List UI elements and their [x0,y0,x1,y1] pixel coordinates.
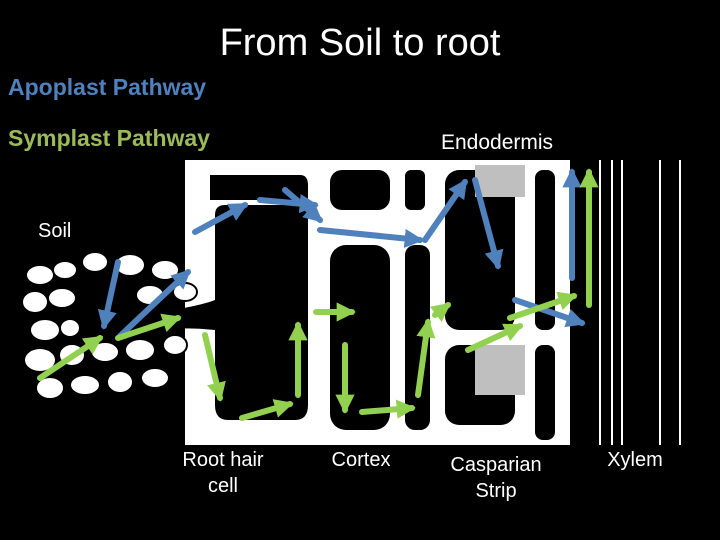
page-title: From Soil to root [219,22,501,64]
symplast-arrow [115,313,182,341]
label-soil: Soil [38,220,72,242]
label-endodermis: Endodermis [441,131,554,154]
legend-symplast: Symplast Pathway [8,125,210,151]
apoplast-arrow [472,177,504,270]
casparian-strip-top [475,165,525,197]
apoplast-arrow [512,297,586,328]
apoplast-arrow [97,259,121,330]
symplast-arrow [465,323,524,353]
apoplast-arrow [192,202,249,235]
casparian-strip-bottom [475,345,525,395]
symplast-arrow [507,291,578,321]
symplast-arrow [429,302,452,322]
cell-tissue [90,160,615,445]
symplast-arrows [37,168,599,421]
apoplast-arrow [282,187,323,223]
symplast-arrow [415,318,436,398]
symplast-arrow [239,399,294,421]
symplast-arrow [37,335,104,381]
symplast-arrow [202,332,226,402]
label-root-hair-cell: Root hair cell [182,449,264,497]
label-xylem: Xylem [607,449,663,471]
apoplast-arrow [317,227,424,249]
symplast-arrow [359,399,416,419]
label-cortex: Cortex [331,449,391,471]
apoplast-arrows [97,168,586,339]
apoplast-arrow [422,178,468,243]
legend-apoplast: Apoplast Pathway [8,74,207,100]
apoplast-arrow [117,269,191,339]
xylem-vessels [599,160,681,445]
label-casparian-strip: Casparian Strip [450,454,542,502]
